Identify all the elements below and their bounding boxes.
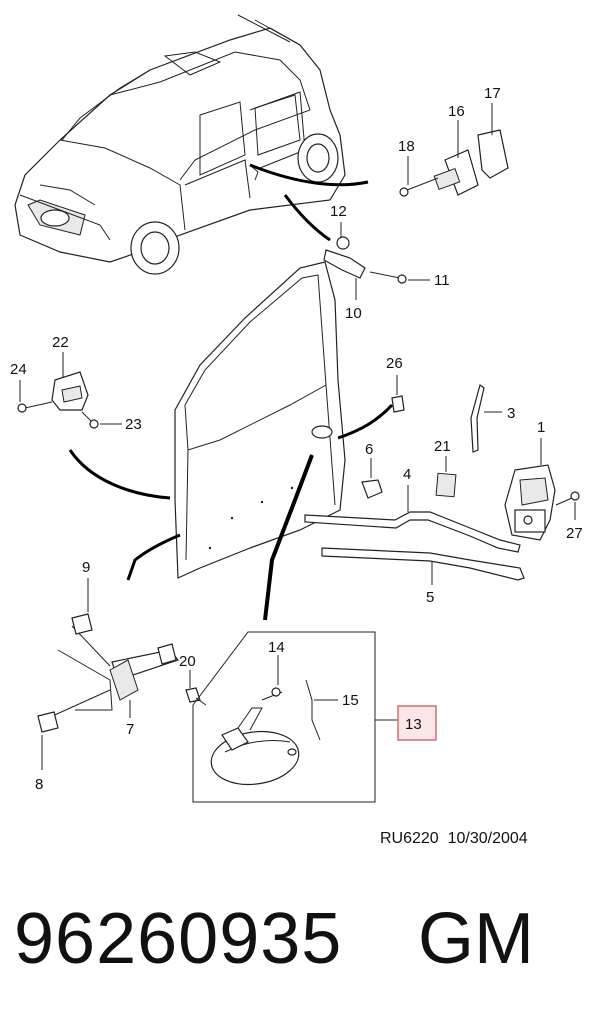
door-leader-2 [126,533,181,581]
handle-assembly-box [192,631,376,803]
callout-17: 17 [484,85,501,102]
part-rod-3 [470,383,485,453]
drawing-date: 10/30/2004 [447,830,528,847]
part-number: 96260935 [14,899,343,979]
callout-10: 10 [345,305,362,322]
part-latch-1 [504,464,580,541]
part-bumper-26 [391,395,405,413]
car-illustration [14,14,346,275]
door-leader-1 [68,449,171,500]
drawing-stamp: RU6220 10/30/2004 [380,830,528,848]
part-rod-4 [304,511,521,553]
highlight-box-13 [397,705,437,741]
callout-27: 27 [566,525,583,542]
car-leader-2 [283,194,331,242]
callout-6: 6 [365,441,373,458]
callout-16: 16 [448,103,465,120]
part-clip-6 [361,479,383,499]
callout-5: 5 [426,589,434,606]
callout-8: 8 [35,776,43,793]
callout-20: 20 [179,653,196,670]
part-door-check-7 [37,613,180,733]
callout-3: 3 [507,405,515,422]
callout-11: 11 [434,272,450,289]
front-door [174,261,346,579]
callout-22: 22 [52,334,69,351]
part-rod-5 [321,547,525,581]
callout-4: 4 [403,466,411,483]
part-hinge-lower [17,371,99,429]
callout-14: 14 [268,639,285,656]
part-sticker-21 [435,472,457,498]
callout-12: 12 [330,203,347,220]
part-check-pin [323,236,407,284]
callout-18: 18 [398,138,415,155]
callout-7: 7 [126,721,134,738]
drawing-code: RU6220 [380,830,439,847]
callout-23: 23 [125,416,142,433]
callout-1: 1 [537,419,545,436]
part-hinge-upper [399,129,509,197]
door-leader-4 [337,403,394,440]
part-bolt-20 [185,687,207,706]
callout-13: 13 [405,716,422,733]
callout-21: 21 [434,438,451,455]
callout-15: 15 [342,692,359,709]
brand-label: GM [418,899,534,979]
car-leader-1 [249,163,369,187]
door-leader-3 [263,454,314,621]
callout-24: 24 [10,361,27,378]
callout-9: 9 [82,559,90,576]
callout-26: 26 [386,355,403,372]
